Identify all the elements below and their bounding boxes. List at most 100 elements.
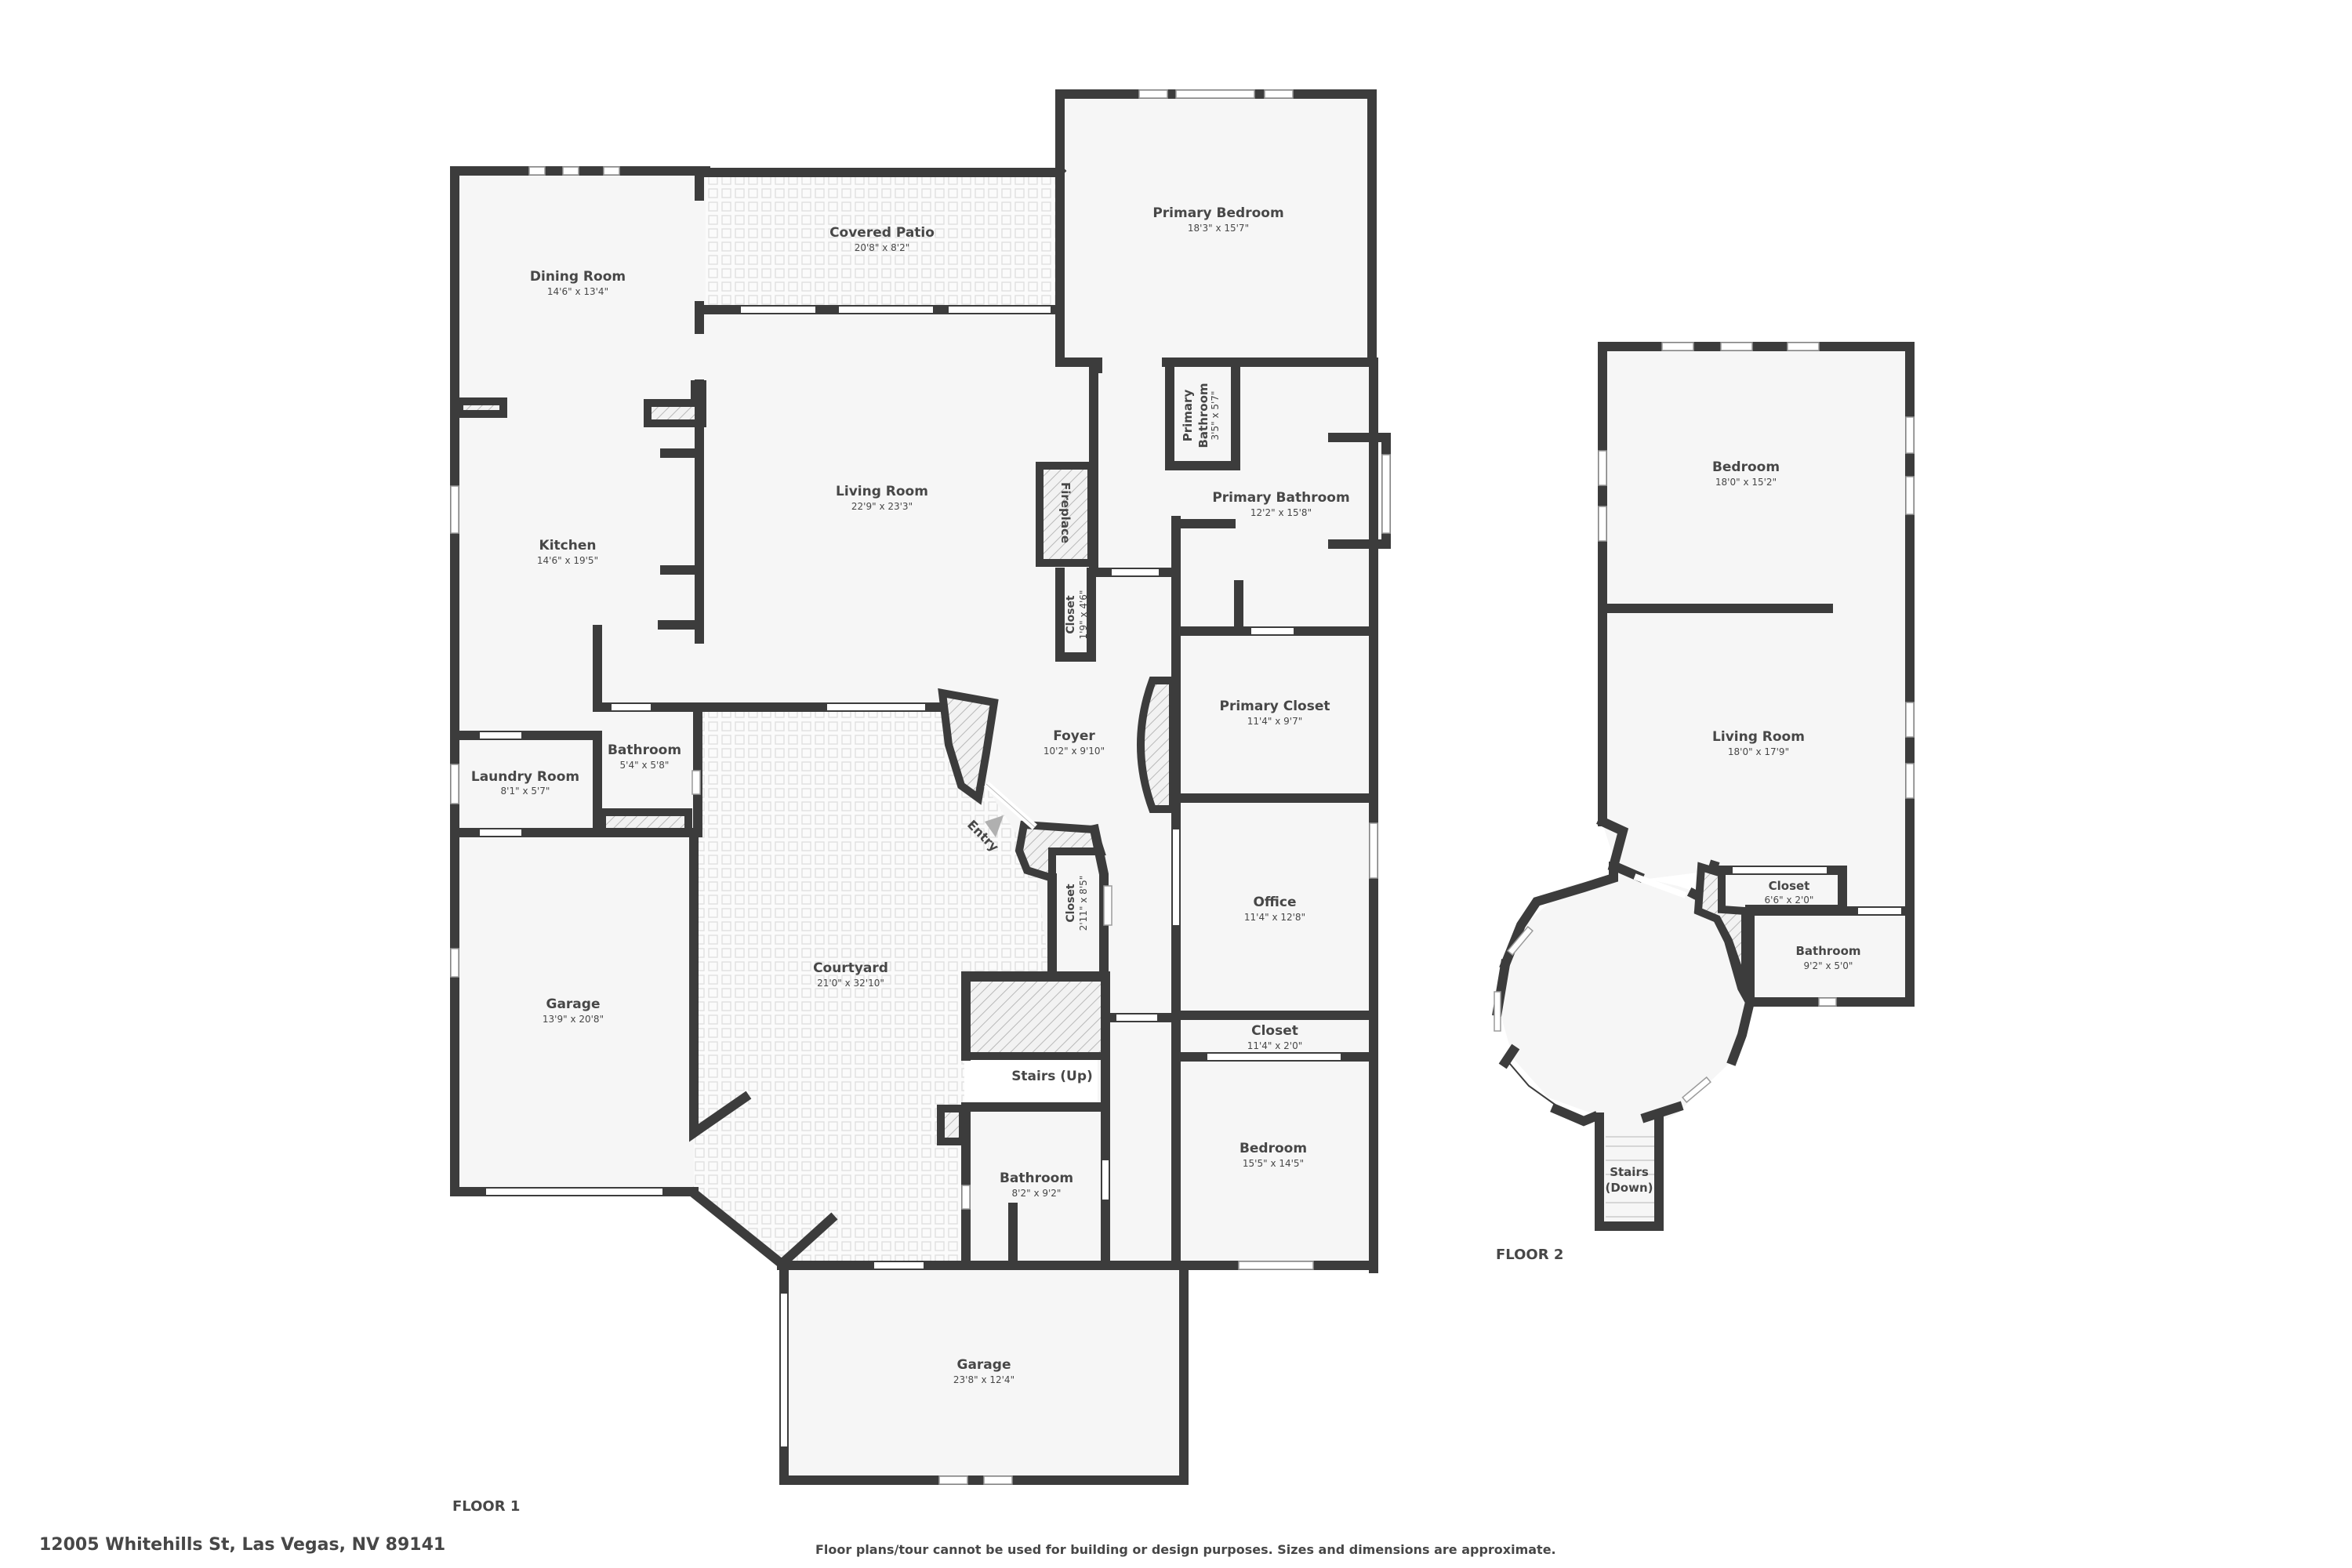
bathroom-guest-fill [964, 1107, 1105, 1264]
f2-closet-dims: 6'6" x 2'0" [1765, 895, 1814, 906]
window [1369, 822, 1378, 879]
f2-closet-label: Closet [1769, 879, 1810, 893]
doorway [1633, 873, 1687, 898]
primary-bathroom-label: Primary Bathroom [1212, 490, 1349, 506]
fireplace-label: Fireplace [1058, 482, 1073, 543]
foyer-west-niche [938, 688, 999, 805]
office-label: Office [1253, 895, 1296, 910]
courtyard-dims: 21'0" x 32'10" [817, 978, 884, 989]
laundry-room-dims: 8'1" x 5'7" [501, 786, 550, 797]
f2-stairs-label: Stairs [1610, 1165, 1649, 1179]
floor-2: Bedroom 18'0" x 15'2" Living Room 18'0" … [1492, 342, 1915, 1263]
octagon-fill [1497, 873, 1755, 1129]
wall [1055, 168, 1098, 577]
living-room-label: Living Room [836, 484, 928, 499]
garage-main-dims: 23'8" x 12'4" [953, 1374, 1014, 1385]
disclaimer-text: Floor plans/tour cannot be used for buil… [815, 1542, 1556, 1557]
courtyard-pillar [937, 1105, 967, 1145]
window [1507, 926, 1534, 956]
label-dims: 1'9" x 4'6" [1078, 590, 1089, 640]
primary-bedroom-dims: 18'3" x 15'7" [1188, 223, 1249, 234]
floor-1-label: FLOOR 1 [452, 1498, 520, 1515]
window [938, 1475, 968, 1485]
wall [1499, 862, 1618, 971]
window [1175, 89, 1255, 99]
window [1238, 1261, 1314, 1270]
label-line: Bathroom [1196, 383, 1210, 448]
entry-door-outline [985, 783, 1036, 828]
floor-2-label: FLOOR 2 [1496, 1247, 1563, 1263]
window [603, 166, 620, 176]
garage-side-fill [455, 831, 694, 1192]
window [961, 1185, 971, 1210]
floor-1: Entry Covered Patio 20'8" x 8'2" Dining … [450, 89, 1391, 1515]
dining-kitchen-fill [455, 171, 706, 829]
wall [1609, 860, 1645, 883]
east-wing-fill [1098, 706, 1372, 1270]
closet-wedge [1693, 862, 1749, 989]
f2-bedroom-label: Bedroom [1712, 459, 1780, 475]
stairs-up-label: Stairs (Up) [1011, 1069, 1093, 1084]
dining-room-label: Dining Room [530, 269, 626, 285]
covered-patio-dims: 20'8" x 8'2" [855, 242, 910, 253]
window [450, 764, 459, 804]
label-dims: 3'5" x 5'7" [1210, 391, 1221, 441]
garage-side-dims: 13'9" x 20'8" [543, 1014, 604, 1025]
window [1682, 1076, 1711, 1103]
window [450, 948, 459, 978]
primary-bedroom-fill [1060, 94, 1372, 362]
wall [1165, 361, 1240, 470]
window [1264, 89, 1294, 99]
window [1661, 342, 1694, 351]
garage-side-label: Garage [546, 996, 601, 1012]
wall [1550, 1103, 1599, 1127]
f2-bathroom-dims: 9'2" x 5'0" [1804, 960, 1853, 971]
wall [1055, 89, 1378, 1273]
label-dims: 2'11" x 8'5" [1078, 876, 1089, 931]
bathroom-half-dims: 5'4" x 5'8" [620, 760, 670, 771]
window [562, 166, 579, 176]
f2-stairs-label-2: (Down) [1605, 1181, 1653, 1195]
wall [1596, 815, 1629, 873]
stairs-down-fill [1599, 1113, 1659, 1227]
primary-bathroom-small-label: Primary Bathroom 3'5" x 5'7" [1181, 383, 1221, 448]
window [450, 485, 459, 534]
window [1381, 454, 1391, 534]
laundry-room-label: Laundry Room [471, 769, 579, 785]
window [1598, 506, 1607, 542]
bathroom-guest-label: Bathroom [1000, 1171, 1073, 1186]
window [1138, 89, 1168, 99]
primary-bathroom-dims: 12'2" x 15'8" [1250, 507, 1312, 518]
window [1905, 416, 1915, 454]
wall-thin [1504, 1058, 1557, 1106]
living-room-dims: 22'9" x 23'3" [851, 501, 913, 512]
stairs-up-area [962, 974, 1109, 1060]
window [1818, 997, 1837, 1007]
foyer-label: Foyer [1053, 728, 1095, 744]
window [1787, 342, 1820, 351]
closet-bedroom-label: Closet [1251, 1023, 1298, 1039]
hatch-kitchen-left [456, 397, 507, 418]
window [983, 1475, 1013, 1485]
bathroom-guest-dims: 8'2" x 9'2" [1012, 1188, 1062, 1199]
window [1905, 476, 1915, 515]
bathroom-half-label: Bathroom [608, 742, 681, 758]
dining-room-dims: 14'6" x 13'4" [547, 286, 608, 297]
window [1905, 702, 1915, 738]
window [1905, 763, 1915, 799]
floor-2-main-fill [1602, 347, 1910, 1002]
wall [1595, 1112, 1664, 1231]
covered-patio-fill [706, 172, 1058, 310]
wall [961, 971, 1055, 1061]
primary-bedroom-label: Primary Bedroom [1152, 205, 1283, 221]
closet-bedroom-dims: 11'4" x 2'0" [1247, 1040, 1303, 1051]
closet-entry-label: Closet 2'11" x 8'5" [1065, 876, 1089, 931]
garage-main-label: Garage [957, 1357, 1011, 1373]
entry-arrow-icon [985, 815, 1004, 837]
wall [1640, 1101, 1684, 1123]
wall [1598, 342, 1915, 1007]
foyer-dims: 10'2" x 9'10" [1044, 746, 1105, 757]
f2-bedroom-dims: 18'0" x 15'2" [1715, 477, 1777, 488]
wall [689, 828, 752, 1142]
